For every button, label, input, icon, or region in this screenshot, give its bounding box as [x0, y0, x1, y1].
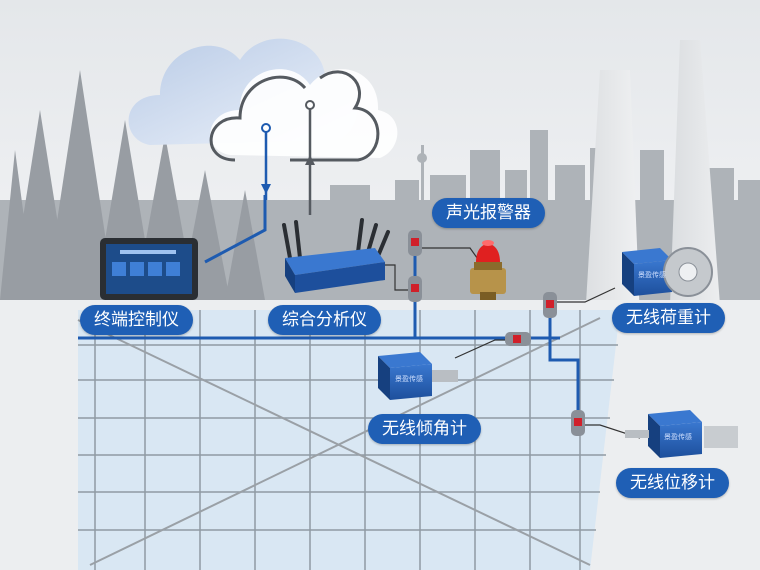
connector-node [513, 335, 521, 343]
connector-node [411, 238, 419, 246]
terminal-label: 终端控制仪 [80, 305, 193, 335]
device-brand-label: 景盈传感 [395, 375, 423, 383]
load-meter-device [622, 247, 713, 297]
cloud-icon [128, 38, 398, 215]
displacement-meter-label: 无线位移计 [616, 468, 729, 498]
connector-node [411, 284, 419, 292]
connector-node [574, 418, 582, 426]
tilt-meter-device [378, 352, 458, 400]
device-brand-label: 景盈传感 [638, 271, 666, 279]
load-meter-label: 无线荷重计 [612, 303, 725, 333]
displacement-meter-device [625, 410, 738, 458]
router-icon [282, 218, 390, 293]
analyzer-label: 综合分析仪 [268, 305, 381, 335]
alarm-label: 声光报警器 [432, 198, 545, 228]
connector-node [546, 300, 554, 308]
tilt-meter-label: 无线倾角计 [368, 414, 481, 444]
cable-network [78, 195, 580, 430]
connector-nodes [408, 230, 585, 436]
foundation-grid [77, 310, 620, 570]
device-brand-label: 景盈传感 [664, 433, 692, 441]
alarm-icon [470, 240, 506, 300]
tablet-icon [100, 238, 198, 300]
